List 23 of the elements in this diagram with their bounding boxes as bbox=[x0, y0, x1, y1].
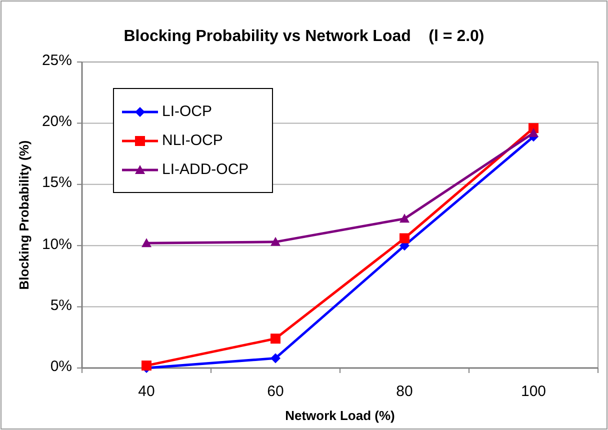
chart-title: Blocking Probability vs Network Load (l = 2.0) bbox=[122, 28, 486, 46]
y-tick-label: 10% bbox=[42, 236, 72, 253]
y-tick-label: 25% bbox=[42, 52, 72, 69]
point bbox=[400, 233, 410, 244]
point bbox=[400, 214, 410, 223]
legend-label: LI-OCP bbox=[162, 103, 212, 120]
point bbox=[270, 236, 280, 246]
x-tick-label: 100 bbox=[520, 383, 548, 400]
y-tick-label: 0% bbox=[50, 358, 72, 375]
y-tick-label: 20% bbox=[42, 113, 72, 130]
legend-label: NLI-OCP bbox=[162, 132, 223, 149]
y-tick-label: 5% bbox=[50, 296, 72, 314]
x-tick-label: 60 bbox=[266, 383, 285, 400]
legend-label: LI-ADD-OCP bbox=[162, 161, 249, 178]
y-axis-title: Blocking Probability (%) bbox=[16, 140, 32, 290]
x-tick-label: 80 bbox=[395, 383, 414, 400]
point bbox=[270, 334, 280, 344]
point bbox=[142, 238, 152, 248]
x-tick-label: 40 bbox=[137, 383, 156, 400]
point bbox=[528, 128, 538, 137]
x-axis-title: Network Load (%) bbox=[284, 408, 396, 423]
point bbox=[270, 353, 280, 364]
y-tick-label: 15% bbox=[42, 174, 72, 192]
